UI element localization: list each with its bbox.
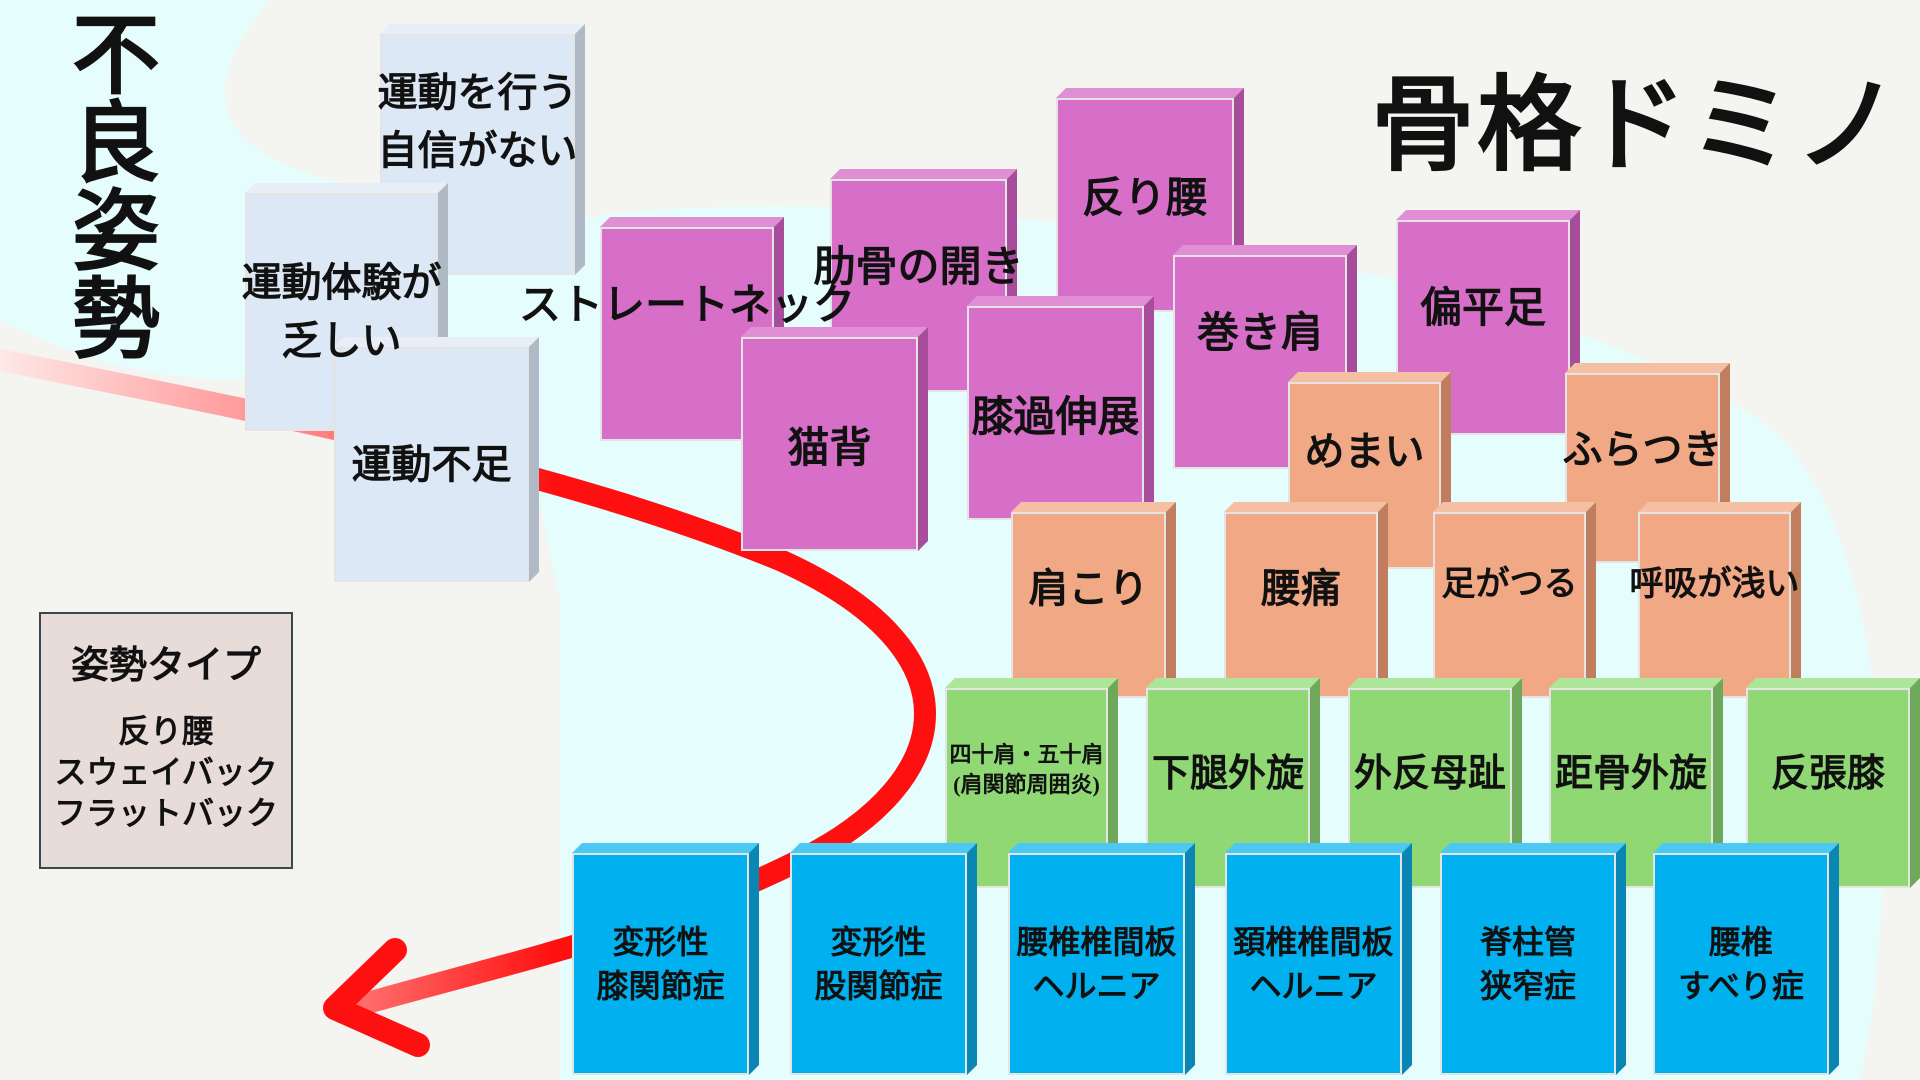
- side-title-char: 勢: [71, 273, 160, 370]
- box-label: すべり症: [1678, 968, 1804, 1004]
- box-label: ヘルニア: [1032, 968, 1161, 1004]
- posture-box-knee-hyperextension: 膝過伸展: [967, 306, 1144, 520]
- box-label: 巻き肩: [1196, 311, 1323, 357]
- box-label: 反り腰: [1081, 176, 1208, 222]
- box-label: (肩関節周囲炎): [953, 772, 1100, 797]
- lifestyle-box-no-confidence: 運動を行う 自信がない: [377, 34, 578, 275]
- box-label: 肩こり: [1028, 566, 1149, 611]
- box-label: 腰椎: [1708, 924, 1773, 960]
- box-label: 狭窄症: [1479, 968, 1576, 1004]
- box-label: 脊柱管: [1479, 924, 1576, 960]
- box-label: 膝過伸展: [971, 394, 1140, 441]
- legend-item: 反り腰: [117, 713, 214, 749]
- side-title-char: 良: [71, 97, 160, 194]
- box-label: 運動不足: [351, 441, 512, 487]
- box-label: 下腿外旋: [1151, 753, 1304, 795]
- legend-item: フラットバック: [53, 795, 278, 831]
- box-label: 乏しい: [281, 318, 402, 363]
- box-label: 頚椎椎間板: [1233, 924, 1394, 960]
- side-title-char: 姿: [71, 185, 160, 282]
- box-label: 肋骨の開き: [813, 245, 1024, 291]
- box-label: 猫背: [787, 425, 872, 472]
- box-label: 距骨外旋: [1554, 753, 1707, 795]
- box-label: 呼吸が浅い: [1629, 566, 1800, 603]
- disease-box-cervical-hernia: 頚椎椎間板 ヘルニア: [1225, 853, 1402, 1075]
- box-label: 反張膝: [1770, 753, 1885, 795]
- box-label: 偏平足: [1419, 286, 1546, 332]
- side-title-char: 不: [71, 9, 160, 106]
- disease-box-lumbar-hernia: 腰椎椎間板 ヘルニア: [1008, 853, 1185, 1075]
- box-label: めまい: [1304, 429, 1425, 474]
- box-label: 腰痛: [1261, 566, 1341, 611]
- box-label: 腰椎椎間板: [1016, 924, 1177, 960]
- box-label: 四十肩・五十肩: [949, 742, 1104, 767]
- legend-item: スウェイバック: [54, 754, 278, 790]
- posture-box-rounded-back: 猫背: [741, 337, 918, 551]
- symptom-box-back-pain: 腰痛: [1224, 512, 1378, 698]
- symptom-box-leg-cramps: 足がつる: [1433, 512, 1586, 698]
- box-label: 足がつる: [1441, 566, 1578, 603]
- symptom-box-stiff-shoulders: 肩こり: [1011, 512, 1166, 698]
- box-label: 股関節症: [814, 968, 943, 1004]
- disease-box-knee-oa: 変形性 膝関節症: [572, 853, 749, 1075]
- box-label: 外反母趾: [1353, 753, 1506, 795]
- page-title: 骨格ドミノ: [1371, 69, 1902, 184]
- box-label: 変形性: [612, 924, 709, 960]
- disease-box-hip-oa: 変形性 股関節症: [790, 853, 967, 1075]
- disease-box-spondylolisthesis: 腰椎 すべり症: [1653, 853, 1829, 1075]
- symptom-box-shallow-breathing: 呼吸が浅い: [1630, 512, 1800, 698]
- box-label: 変形性: [830, 924, 927, 960]
- lifestyle-box-lack-of-exercise: 運動不足: [334, 347, 529, 582]
- box-label: 運動を行う: [377, 70, 578, 115]
- arrow-head-icon: [323, 938, 430, 1057]
- box-label: ふらつき: [1562, 427, 1723, 472]
- box-label: ストレートネック: [519, 283, 856, 329]
- legend-title: 姿勢タイプ: [70, 645, 261, 687]
- box-label: 自信がない: [377, 128, 578, 173]
- box-label: 運動体験が: [241, 260, 442, 305]
- box-label: 膝関節症: [596, 968, 725, 1004]
- posture-box-flat-foot: 偏平足: [1396, 220, 1570, 435]
- posture-type-legend: 姿勢タイプ 反り腰 スウェイバック フラットバック: [39, 612, 293, 869]
- disease-box-spinal-stenosis: 脊柱管 狭窄症: [1440, 853, 1616, 1075]
- side-title: 不 良 姿 勢: [68, 14, 164, 366]
- box-label: ヘルニア: [1249, 968, 1378, 1004]
